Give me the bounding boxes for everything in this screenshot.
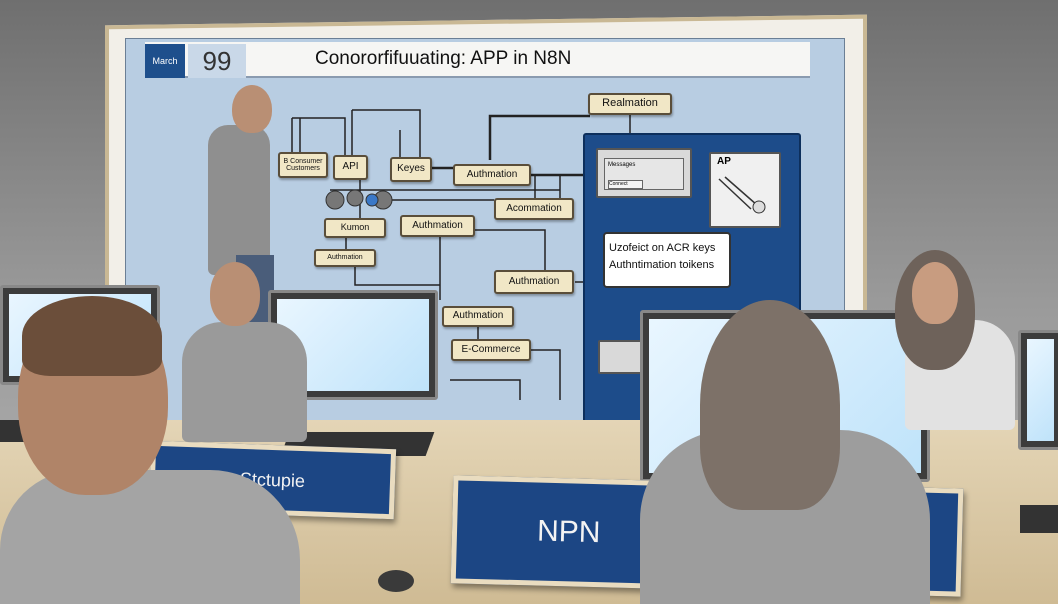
- small-window: [598, 340, 643, 374]
- node-acommation: Acommation: [494, 198, 574, 220]
- foreground-man-hair: [22, 296, 162, 376]
- node-ecommerce: E-Commerce: [451, 339, 531, 361]
- api-window-label: AP: [717, 156, 731, 167]
- presenter-head: [232, 85, 272, 133]
- keys-note: Uzofeict on ACR keys Authntimation toike…: [603, 232, 731, 288]
- slide-month: March: [145, 44, 185, 78]
- node-authmation-4: Authmation: [494, 270, 574, 294]
- student-center-body: [182, 322, 307, 442]
- presenter-body: [208, 125, 270, 275]
- note-line-2: Authntimation toikens: [609, 258, 715, 271]
- slide-day: 99: [188, 44, 246, 78]
- node-kumon: Kumon: [324, 218, 386, 238]
- slide-header: [145, 42, 810, 78]
- node-authmation-3: Authmation: [314, 249, 376, 267]
- message-window-label: Messages: [604, 158, 684, 190]
- node-authmation-2: Authmation: [400, 215, 475, 237]
- connect-button[interactable]: Connect: [608, 180, 643, 189]
- node-authmation: Authmation: [453, 164, 531, 186]
- slide-title: Conororfifuuating: APP in N8N: [315, 48, 572, 69]
- api-window: AP: [709, 152, 781, 228]
- keyboard-right[interactable]: [1020, 505, 1058, 533]
- student-woman-face: [912, 262, 958, 324]
- foreground-man-body: [0, 470, 300, 604]
- note-line-1: Uzofeict on ACR keys: [609, 242, 716, 254]
- foreground-woman-hair: [700, 300, 840, 510]
- monitor-far-right: [1018, 330, 1058, 450]
- key-sketch-icon: [718, 176, 766, 214]
- node-realmation: Realmation: [588, 93, 672, 115]
- node-keyes: Keyes: [390, 157, 432, 182]
- node-authmation-5: Authmation: [442, 306, 514, 327]
- student-center-head: [210, 262, 260, 326]
- mouse[interactable]: [378, 570, 414, 592]
- node-consumer: B Consumer Customers: [278, 152, 328, 178]
- node-api: API: [333, 155, 368, 180]
- message-window: Messages Connect: [596, 148, 692, 198]
- gear-icon: [325, 190, 345, 210]
